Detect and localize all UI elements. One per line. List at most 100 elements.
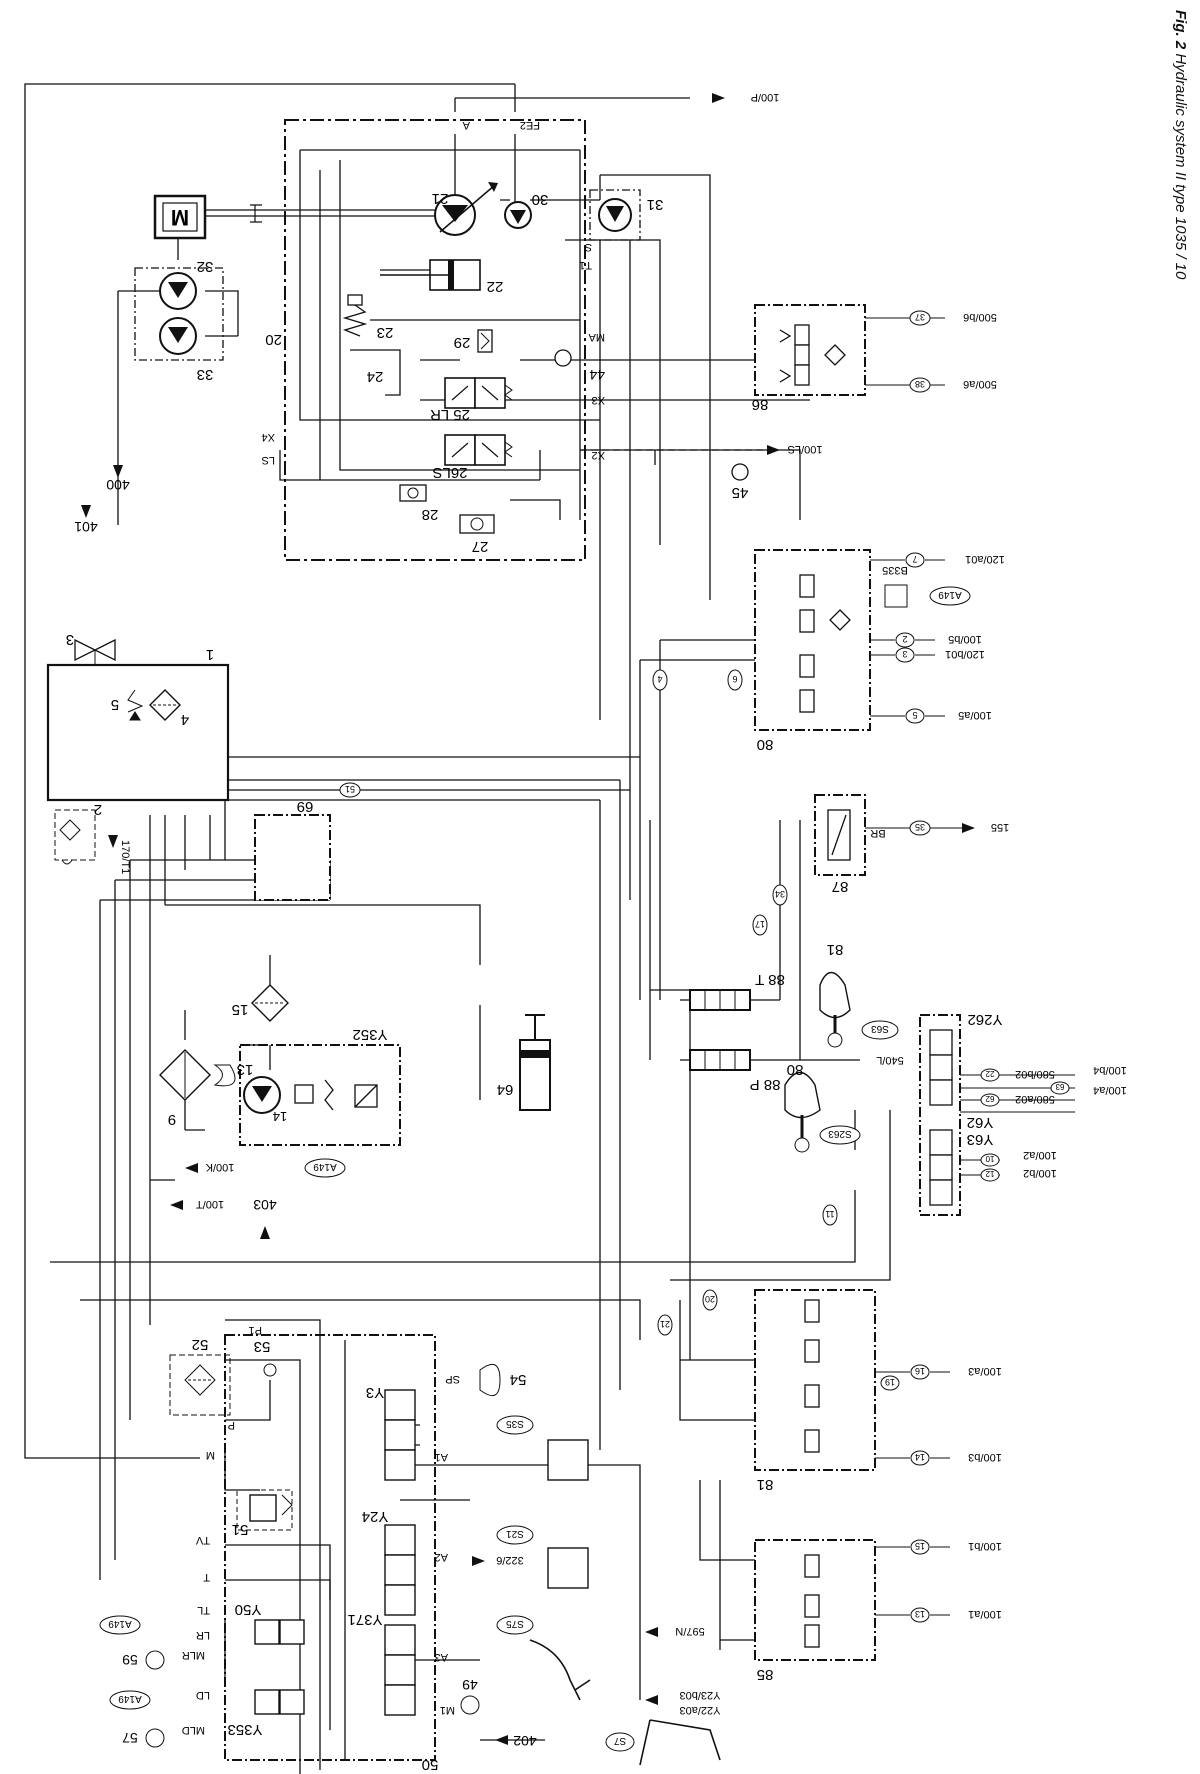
label-valve-53: 53 bbox=[254, 1338, 271, 1355]
circle-2-label: 2 bbox=[902, 634, 907, 644]
label-valve-26: 26LS bbox=[432, 464, 467, 481]
gauge-57-icon bbox=[145, 1728, 165, 1748]
switch-s21-icon bbox=[547, 1547, 589, 1589]
ref-580b02: 580/b02 bbox=[1015, 1068, 1055, 1080]
port-tv-label: TV bbox=[195, 1534, 210, 1546]
label-item-5: 5 bbox=[111, 696, 119, 713]
ref-100a5: 100/a5 bbox=[958, 709, 992, 721]
label-orifice-29: 29 bbox=[454, 334, 471, 351]
label-item-2: 2 bbox=[94, 801, 102, 818]
label-block-86: 86 bbox=[752, 396, 769, 413]
label-gauge-59: 59 bbox=[122, 1652, 138, 1668]
switch-s35-icon bbox=[547, 1439, 589, 1481]
ref-100a3: 100/a3 bbox=[968, 1365, 1002, 1377]
circle-37: 37 bbox=[909, 310, 931, 326]
figure-label: Fig. 2 bbox=[1172, 10, 1189, 50]
circle-51: 51 bbox=[339, 782, 361, 798]
s75-tag: S75 bbox=[496, 1615, 534, 1635]
label-valve-3: 3 bbox=[66, 631, 74, 648]
label-filter-4: 4 bbox=[181, 711, 189, 728]
check-28-icon bbox=[399, 484, 427, 502]
acc-54-icon bbox=[479, 1363, 501, 1397]
circle-38: 38 bbox=[909, 377, 931, 393]
ref-100k: 100/K bbox=[205, 1161, 234, 1173]
label-pump-32: 32 bbox=[197, 258, 214, 275]
label-sol-y352: Y352 bbox=[352, 1026, 387, 1043]
block-86-refs: 37 500/b6 38 500/a6 bbox=[865, 310, 997, 393]
circle-6: 6 bbox=[727, 669, 743, 691]
ref-100b4: 100/b4 bbox=[1093, 1064, 1127, 1076]
label-item-24: 24 bbox=[367, 368, 384, 385]
label-filter-52: 52 bbox=[192, 1336, 209, 1353]
label-block-88p: 88 P bbox=[750, 1076, 781, 1093]
ref-155: 155 bbox=[991, 821, 1009, 833]
port-p1-label: P1 bbox=[249, 1324, 262, 1336]
label-acc-54: 54 bbox=[510, 1371, 527, 1388]
circle-7: 7 bbox=[905, 552, 925, 568]
port-a2-label: A2 bbox=[435, 1551, 448, 1563]
label-pump-13: 13 bbox=[237, 1061, 254, 1078]
circle-11: 11 bbox=[822, 1204, 838, 1226]
label-sol-y63: Y63 bbox=[967, 1131, 994, 1148]
circle-20-label: 20 bbox=[705, 1294, 715, 1304]
gauge-44-icon bbox=[554, 349, 572, 367]
label-sol-y371: Y371 bbox=[347, 1611, 382, 1628]
port-ls-label: LS bbox=[262, 454, 275, 466]
block-81-valves bbox=[804, 1299, 820, 1453]
hydraulic-schematic: 20 M 21 30 31 32 33 22 bbox=[24, 83, 1127, 1774]
label-cyl-22: 22 bbox=[487, 278, 504, 295]
filter-52-icon bbox=[169, 1354, 231, 1416]
block-69-box bbox=[254, 814, 331, 901]
a149-lower-1-label: A149 bbox=[108, 1618, 132, 1629]
pumps-32-33-box bbox=[134, 267, 224, 361]
ref-400: 400 bbox=[106, 477, 130, 493]
label-joystick-81: 81 bbox=[827, 941, 844, 958]
ref-402: 402 bbox=[513, 1733, 537, 1749]
port-540l-label: 540/L bbox=[876, 1054, 904, 1066]
label-pump-33: 33 bbox=[197, 366, 214, 383]
check-53-icon bbox=[263, 1363, 277, 1377]
ref-y22a03: Y22/a03 bbox=[680, 1704, 721, 1716]
s63-tag: S63 bbox=[861, 1020, 899, 1040]
circle-35: 35 bbox=[909, 820, 931, 836]
circle-14-label: 14 bbox=[915, 1452, 925, 1462]
pipelines bbox=[24, 83, 891, 1774]
circle-10-label: 10 bbox=[985, 1154, 994, 1163]
ref-403: 403 bbox=[253, 1197, 277, 1213]
circle-19: 19 bbox=[880, 1375, 900, 1391]
circle-34: 34 bbox=[772, 884, 788, 906]
circle-19-label: 19 bbox=[885, 1377, 895, 1387]
port-ld-label: LD bbox=[196, 1689, 210, 1701]
ref-100a1: 100/a1 bbox=[968, 1608, 1002, 1620]
label-sol-y262: Y262 bbox=[967, 1011, 1002, 1028]
ref-100a2: 100/a2 bbox=[1023, 1149, 1057, 1161]
orifice-29-icon bbox=[477, 329, 493, 353]
port-m1-label: M1 bbox=[440, 1704, 455, 1716]
shuttle-27-icon bbox=[459, 514, 495, 534]
a149-lower-1: A149 bbox=[99, 1615, 141, 1635]
pump-32-icon bbox=[159, 272, 197, 310]
filter-2-icon bbox=[54, 809, 96, 865]
label-cyl-64: 64 bbox=[497, 1081, 514, 1098]
label-sol-y3: Y3 bbox=[366, 1384, 384, 1401]
circle-7-label: 7 bbox=[912, 554, 917, 564]
motor-icon: M bbox=[153, 194, 262, 240]
item-24-icon bbox=[350, 349, 401, 396]
s263-label: S263 bbox=[828, 1128, 852, 1139]
circle-16: 16 bbox=[910, 1364, 930, 1380]
pump-21-icon bbox=[434, 182, 498, 236]
label-pump-21: 21 bbox=[432, 190, 449, 207]
ref-100ls: 100/LS bbox=[788, 443, 823, 455]
circle-11-label: 11 bbox=[825, 1209, 834, 1219]
circle-63-label: 63 bbox=[1055, 1082, 1064, 1091]
label-unit-20: 20 bbox=[265, 331, 282, 348]
port-fe2-label: FE2 bbox=[520, 119, 540, 131]
circle-38-label: 38 bbox=[915, 379, 925, 389]
ref-100b5: 100/b5 bbox=[948, 633, 982, 645]
s35-label: S35 bbox=[506, 1418, 524, 1429]
circle-15-label: 15 bbox=[915, 1541, 925, 1551]
label-sol-y24: Y24 bbox=[362, 1508, 389, 1525]
circle-13-label: 13 bbox=[915, 1609, 925, 1619]
label-pump-30: 30 bbox=[532, 191, 549, 208]
gauge-59-icon bbox=[145, 1650, 165, 1670]
